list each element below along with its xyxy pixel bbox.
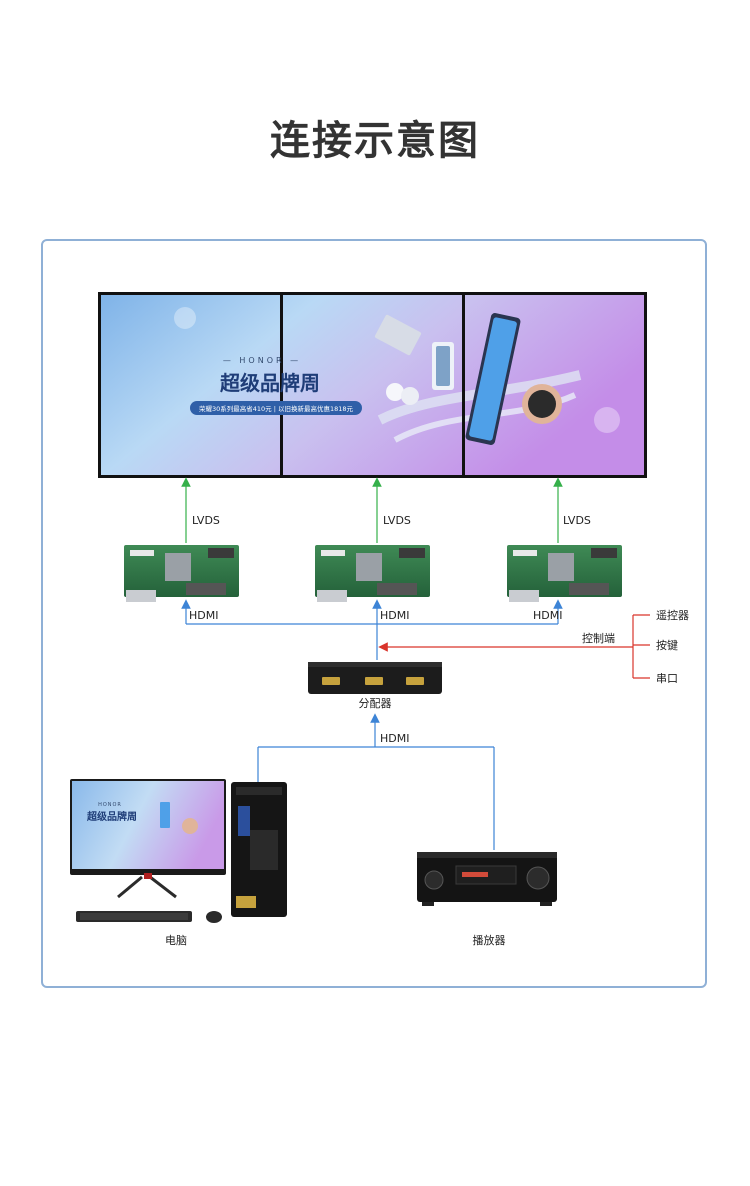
serial-label: 串口 — [656, 672, 678, 685]
screen-promo: 荣耀30系列最高省410元 | 以旧换新最高优惠1818元 — [199, 404, 354, 413]
remote-label: 遥控器 — [656, 608, 689, 622]
lvds-connections: LVDS LVDS LVDS — [181, 477, 591, 543]
video-wall: — HONOR — 超级品牌周 荣耀30系列最高省410元 | 以旧换新最高优惠… — [98, 292, 647, 478]
hdmi-label-1: HDMI — [189, 609, 218, 622]
monitor-brand: HONOR — [98, 802, 122, 808]
splitter-label: 分配器 — [359, 697, 392, 710]
control-label: 控制端 — [582, 631, 615, 645]
page-title: 连接示意图 — [270, 118, 480, 164]
product-graphic — [374, 313, 582, 445]
player-label: 播放器 — [473, 933, 506, 947]
controller-board-1 — [124, 545, 239, 602]
computer: HONOR 超级品牌周 电脑 — [70, 779, 287, 947]
screen-headline: 超级品牌周 — [219, 371, 320, 395]
diagram-frame — [41, 239, 707, 988]
controller-board-3 — [507, 545, 622, 602]
monitor-headline: 超级品牌周 — [86, 810, 137, 823]
lvds-label-2: LVDS — [383, 514, 411, 527]
controller-board-2 — [315, 545, 430, 602]
computer-label: 电脑 — [165, 934, 187, 947]
hdmi-input-connections: HDMI — [257, 713, 495, 850]
lvds-label-1: LVDS — [192, 514, 220, 527]
hdmi-distribution: HDMI HDMI HDMI — [181, 599, 563, 660]
screen-brand: — HONOR — — [223, 356, 301, 365]
lvds-label-3: LVDS — [563, 514, 591, 527]
control-connections: 控制端 遥控器 按键 串口 — [378, 608, 689, 685]
keys-label: 按键 — [656, 638, 678, 652]
hdmi-label-3: HDMI — [533, 609, 562, 622]
hdmi-label-2: HDMI — [380, 609, 409, 622]
hdmi-input-label: HDMI — [380, 732, 409, 745]
hdmi-splitter: 分配器 — [308, 662, 442, 710]
player: 播放器 — [417, 852, 557, 947]
